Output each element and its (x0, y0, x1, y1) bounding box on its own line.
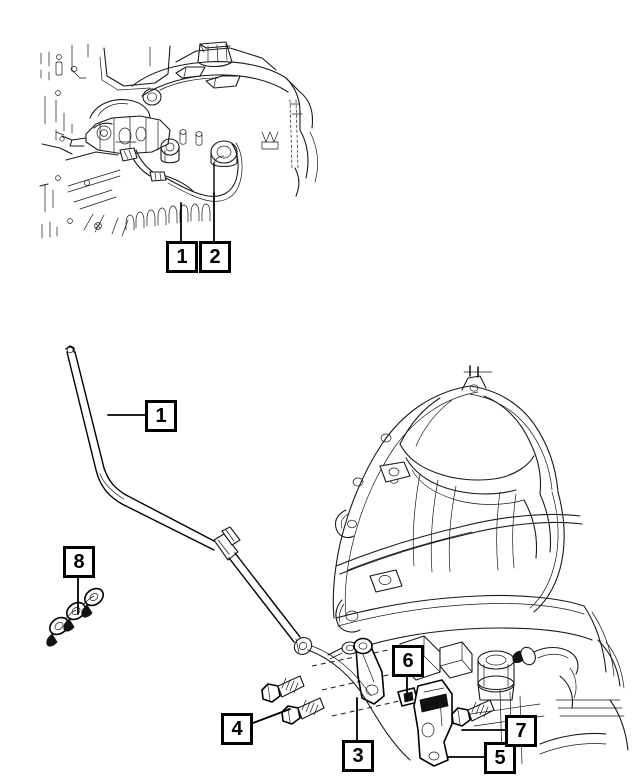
callout-3[interactable]: 3 (342, 740, 374, 772)
callout-5[interactable]: 5 (484, 742, 516, 774)
upper-view-artwork (39, 41, 319, 239)
callout-7[interactable]: 7 (505, 715, 537, 747)
callout-1-lower[interactable]: 1 (145, 400, 177, 432)
grommet-seal-set-art (46, 587, 105, 647)
bolt-art-1 (261, 675, 305, 703)
leader-lines (77, 192, 506, 758)
callout-6[interactable]: 6 (392, 645, 424, 677)
bolt-art-2 (281, 697, 325, 725)
lower-view-artwork (46, 345, 629, 767)
callout-1-upper[interactable]: 1 (166, 241, 198, 273)
callout-2-upper[interactable]: 2 (199, 241, 231, 273)
callout-4[interactable]: 4 (221, 713, 253, 745)
callout-8[interactable]: 8 (63, 546, 95, 578)
shift-lever-art (353, 637, 385, 705)
cable-bracket-art (413, 679, 453, 767)
bracket-bolt-art (451, 699, 495, 727)
